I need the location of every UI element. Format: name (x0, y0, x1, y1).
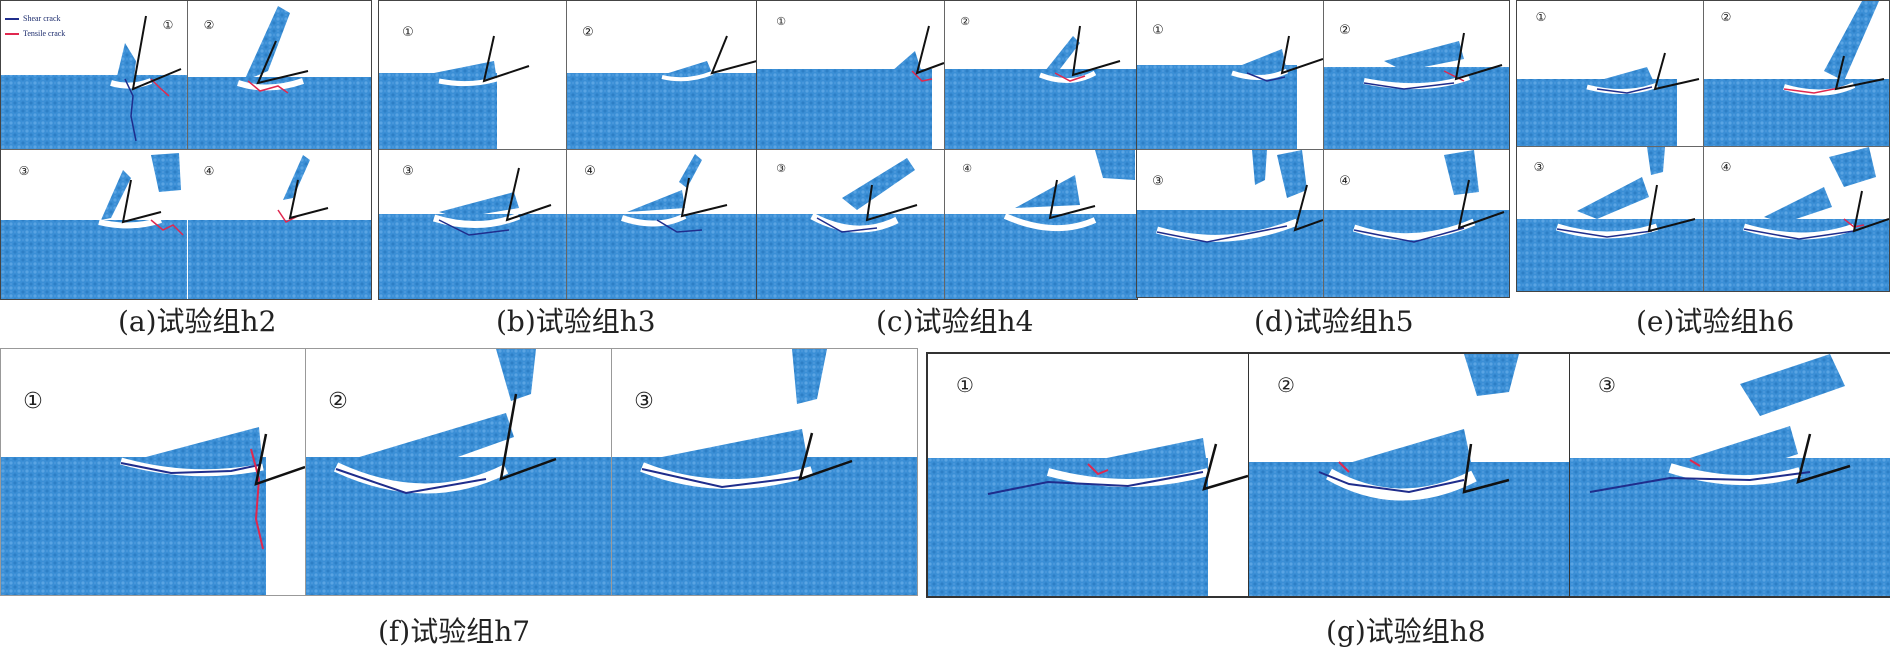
stage-label-3: ③ (18, 164, 30, 178)
stage-label-1: ① (23, 388, 43, 414)
divider (1, 149, 371, 150)
figure-panel-grid-f: ① ② ③ (0, 348, 918, 596)
panel-b1: ① (379, 1, 566, 149)
group-b: ① ② ③ (378, 0, 758, 338)
panel-e1: ① (1517, 1, 1703, 146)
figure-panel-grid-c: ① ② ③ (756, 0, 1138, 300)
caption-f: (f)试验组h7 (378, 615, 531, 648)
divider (1248, 354, 1249, 596)
figure-panel-grid-b: ① ② ③ (378, 0, 758, 300)
panel-f1: ① (1, 349, 305, 595)
stage-label-2: ② (203, 18, 215, 32)
stage-label-3: ③ (776, 161, 786, 175)
divider (187, 1, 188, 149)
stage-label-1: ① (402, 24, 414, 40)
legend-shear: Shear crack (5, 11, 65, 26)
panel-d2: ② (1324, 1, 1509, 149)
legend-tensile-label: Tensile crack (23, 29, 66, 38)
divider (566, 1, 567, 299)
group-g: ① ② (924, 352, 1890, 651)
divider (305, 349, 306, 595)
divider (611, 349, 612, 595)
stage-label-2: ② (328, 388, 348, 414)
divider (944, 1, 945, 299)
panel-c4: ④ (945, 150, 1137, 299)
panel-b4: ④ (567, 150, 757, 299)
stage-label-3: ③ (1598, 373, 1616, 397)
divider (757, 149, 1137, 150)
stage-label-1: ① (1152, 22, 1164, 38)
stage-label-3: ③ (402, 163, 414, 179)
panel-b2: ② (567, 1, 757, 149)
stage-label-2: ② (1339, 22, 1351, 38)
divider (1569, 354, 1570, 596)
stage-label-3: ③ (634, 388, 654, 414)
panel-f2: ② (306, 349, 611, 595)
panel-f3: ③ (612, 349, 917, 595)
stage-label-2: ② (960, 14, 970, 28)
group-a: Shear crack Tensile crack ① ② (0, 0, 372, 338)
divider (1517, 146, 1889, 147)
panel-e4: ④ (1704, 147, 1889, 291)
stage-label-4: ④ (962, 161, 972, 175)
stage-label-1: ① (162, 18, 174, 32)
stage-label-3: ③ (1533, 160, 1545, 174)
panel-c2: ② (945, 1, 1137, 149)
panel-a1: Shear crack Tensile crack ① (1, 1, 187, 149)
stage-label-4: ④ (584, 163, 596, 179)
panel-a2: ② (188, 1, 371, 149)
stage-label-2: ② (582, 24, 594, 40)
panel-d1: ① (1137, 1, 1323, 149)
legend: Shear crack Tensile crack (5, 11, 65, 41)
caption-g: (g)试验组h8 (1326, 615, 1486, 648)
caption-a: (a)试验组h2 (118, 305, 277, 338)
panel-e2: ② (1704, 1, 1889, 146)
stage-label-2: ② (1277, 373, 1295, 397)
divider (1137, 149, 1509, 150)
figure-panel-grid-d: ① ② ③ (1136, 0, 1510, 298)
caption-b: (b)试验组h3 (496, 305, 656, 338)
panel-a4: ④ (188, 150, 371, 299)
caption-e: (e)试验组h6 (1636, 305, 1795, 338)
stage-label-1: ① (1535, 10, 1547, 24)
panel-b3: ③ (379, 150, 566, 299)
panel-g3: ③ (1570, 354, 1890, 596)
stage-label-4: ④ (203, 164, 215, 178)
stage-label-3: ③ (1152, 173, 1164, 189)
stage-label-2: ② (1720, 10, 1732, 24)
caption-c: (c)试验组h4 (876, 305, 1034, 338)
panel-d4: ④ (1324, 150, 1509, 297)
panel-g2: ② (1249, 354, 1569, 596)
stage-label-4: ④ (1720, 160, 1732, 174)
panel-c1: ① (757, 1, 944, 149)
figure-panel-grid-g: ① ② (926, 352, 1890, 598)
figure-panel-grid-e: ① ② ③ (1516, 0, 1890, 292)
panel-g1: ① (928, 354, 1248, 596)
group-e: ① ② ③ (1516, 0, 1890, 338)
group-d: ① ② ③ (1136, 0, 1512, 338)
divider (379, 149, 757, 150)
panel-c3: ③ (757, 150, 944, 299)
legend-shear-label: Shear crack (23, 14, 61, 23)
panel-d3: ③ (1137, 150, 1323, 297)
figure-panel-grid-a: Shear crack Tensile crack ① ② (0, 0, 372, 300)
stage-label-1: ① (776, 14, 786, 28)
group-f: ① ② ③ (f)试验组 (0, 348, 918, 651)
panel-e3: ③ (1517, 147, 1703, 291)
caption-d: (d)试验组h5 (1254, 305, 1414, 338)
stage-label-4: ④ (1339, 173, 1351, 189)
legend-tensile: Tensile crack (5, 26, 65, 41)
panel-a3: ③ (1, 150, 187, 299)
group-c: ① ② ③ (756, 0, 1138, 338)
stage-label-1: ① (956, 373, 974, 397)
